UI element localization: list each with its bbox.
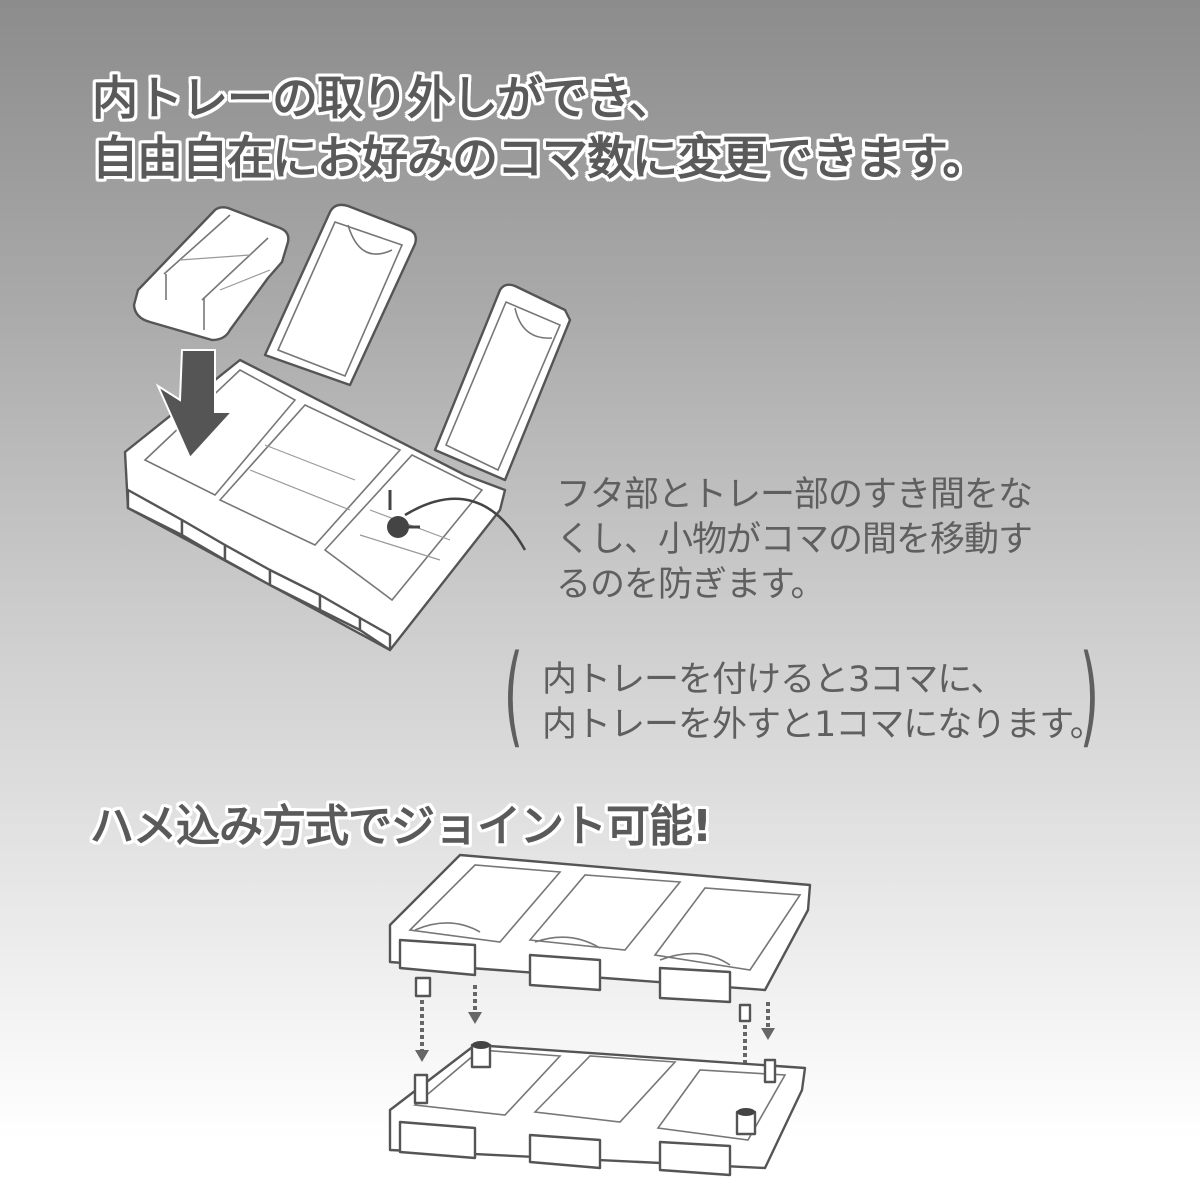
callout-text: フタ部とトレー部のすき間をな くし、小物がコマの間を移動す るのを防ぎます。 xyxy=(556,473,1033,608)
down-arrow-icon xyxy=(155,349,235,460)
callout-line: フタ部とトレー部のすき間をな xyxy=(556,475,1033,515)
close-paren: ) xyxy=(1079,631,1100,759)
inner-tray-icon xyxy=(132,206,290,342)
upper-case xyxy=(388,853,812,1023)
joint-cases-illustration xyxy=(388,853,812,1177)
pill-case-illustration xyxy=(123,203,572,652)
parenthetical-line: 内トレーを外すと1コマになります。 xyxy=(542,705,1105,745)
callout-line: くし、小物がコマの間を移動す xyxy=(556,520,1033,560)
joint-headline: ハメ込み方式でジョイント可能! xyxy=(90,801,712,852)
lower-case xyxy=(388,1041,807,1177)
headline-line-1: 内トレーの取り外しができ、 xyxy=(92,71,675,125)
open-paren: ( xyxy=(503,631,524,759)
callout-line: るのを防ぎます。 xyxy=(556,565,826,605)
parenthetical-note: 内トレーを付けると3コマに、 内トレーを外すと1コマになります。 xyxy=(542,658,1105,748)
parenthetical-line: 内トレーを付けると3コマに、 xyxy=(542,660,1005,700)
headline-line-2: 自由自在にお好みのコマ数に変更できます。 xyxy=(92,131,988,185)
dotted-arrow-icons xyxy=(420,985,770,1100)
pointer-dot-icon xyxy=(387,516,409,538)
